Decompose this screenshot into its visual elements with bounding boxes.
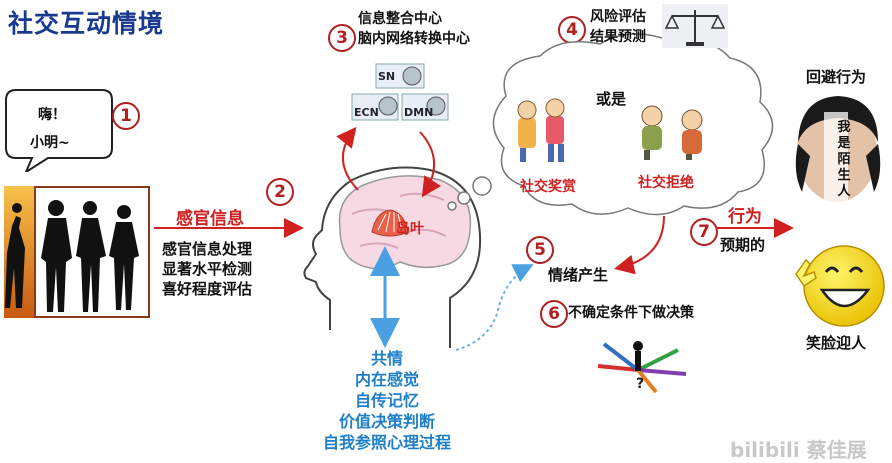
sensory-line-3: 喜好程度评估 <box>162 280 253 298</box>
empathy-item-2: 内在感觉 <box>354 370 419 389</box>
speech-bubble <box>5 89 113 172</box>
behavior-heading: 行为 <box>728 207 762 227</box>
step-6-marker: 6 <box>540 300 568 328</box>
ecn-label: ECN <box>354 106 379 119</box>
risk-line-2: 结果预测 <box>590 29 646 45</box>
decision-arrows-image: ? <box>597 341 687 394</box>
smiley-face-icon <box>795 245 885 327</box>
social-reward-label: 社交奖赏 <box>520 179 576 195</box>
empathy-item-4: 价值决策判断 <box>338 412 435 431</box>
step-3-marker: 3 <box>328 24 356 52</box>
svg-text:?: ? <box>636 376 644 392</box>
stranger-text: 我 是 陌 生 人 <box>836 120 852 200</box>
sensory-info-heading: 感官信息 <box>176 209 244 229</box>
stranger-char-2: 是 <box>837 136 851 151</box>
step-7-marker: 7 <box>690 218 718 246</box>
stranger-face-image <box>795 96 881 202</box>
step-1-marker: 1 <box>112 102 140 130</box>
watermark: bilibili 蔡佳展 <box>730 438 867 462</box>
sensory-line-1: 感官信息处理 <box>162 240 253 258</box>
step-5-marker: 5 <box>526 236 554 264</box>
reward-kids-image <box>517 98 565 162</box>
risk-line-1: 风险评估 <box>590 9 646 25</box>
stranger-char-1: 我 <box>837 120 851 135</box>
sn-label: SN <box>378 70 396 83</box>
silhouette-people-image <box>4 186 150 318</box>
empathy-list: 共情 内在感觉 自传记忆 价值决策判断 自我参照心理过程 <box>292 348 482 453</box>
dmn-label: DMN <box>404 106 434 119</box>
stranger-char-5: 人 <box>837 184 851 199</box>
empathy-item-1: 共情 <box>370 349 403 368</box>
expected-label: 预期的 <box>720 236 766 254</box>
emotion-label: 情绪产生 <box>548 266 609 284</box>
hub-line-1: 信息整合中心 <box>358 11 442 27</box>
sensory-line-2: 显著水平检测 <box>162 260 253 278</box>
stranger-char-4: 生 <box>837 168 851 183</box>
hub-line-2: 脑内网络转换中心 <box>358 31 470 47</box>
insula-label: 岛叶 <box>396 221 424 237</box>
page-title: 社交互动情境 <box>8 9 165 38</box>
rejection-kids-image <box>641 105 703 160</box>
or-label: 或是 <box>596 90 627 108</box>
greeting-line-1: 嗨！ <box>38 107 66 123</box>
balance-scale-icon <box>662 4 728 48</box>
brain-network-diagram <box>351 63 449 121</box>
avoid-behavior-heading: 回避行为 <box>806 68 867 86</box>
greeting-line-2: 小明~ <box>30 135 70 151</box>
step-2-marker: 2 <box>266 178 294 206</box>
uncertain-decision-label: 不确定条件下做决策 <box>568 305 694 321</box>
smile-label: 笑脸迎人 <box>806 334 867 352</box>
stranger-char-3: 陌 <box>837 152 851 167</box>
empathy-item-3: 自传记忆 <box>354 391 419 410</box>
empathy-item-5: 自我参照心理过程 <box>322 433 451 452</box>
social-rejection-label: 社交拒绝 <box>638 175 694 191</box>
